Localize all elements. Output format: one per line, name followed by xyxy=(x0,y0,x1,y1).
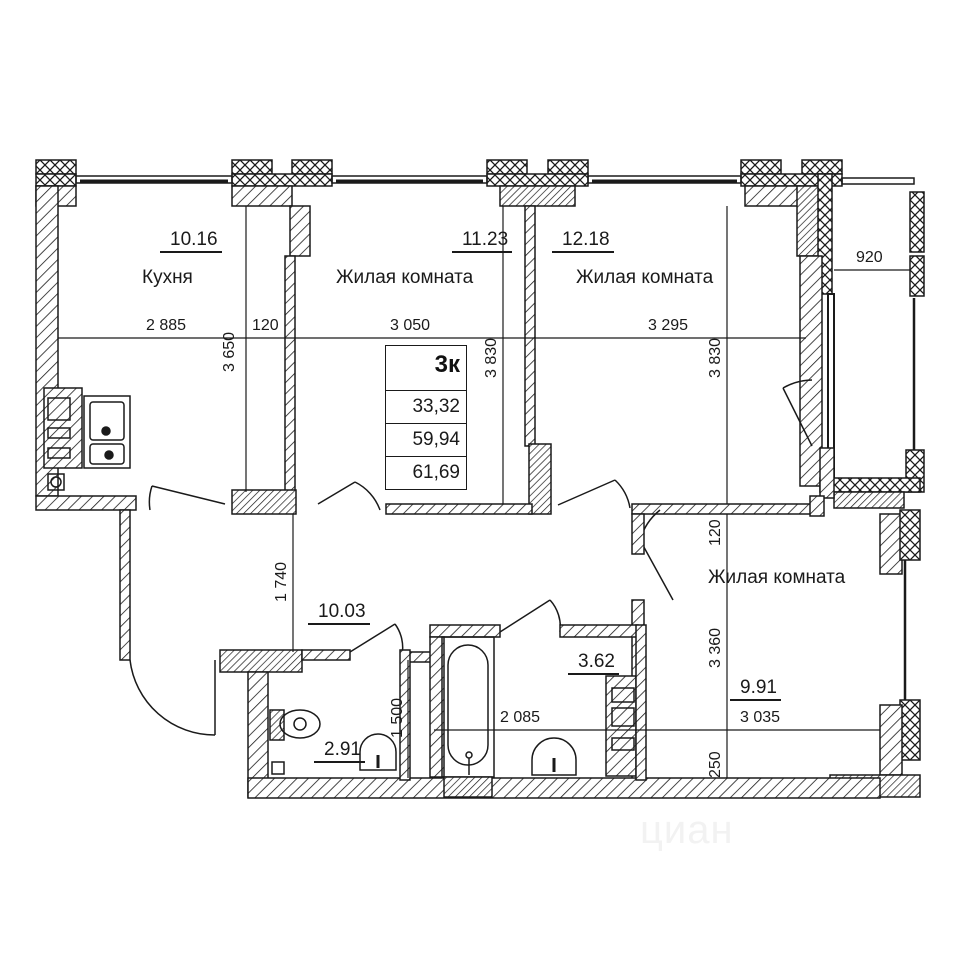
area-living-3: 9.91 xyxy=(730,678,781,701)
dim-kitchen-depth: 3 650 xyxy=(221,331,238,372)
area-living-2: 12.18 xyxy=(552,230,614,253)
area-living-1: 11.23 xyxy=(452,230,513,253)
dim-hall-depth: 1 740 xyxy=(273,561,290,602)
kitchen-equipment xyxy=(43,387,131,491)
room-name-living-3: Жилая комната xyxy=(708,567,846,588)
toilet-fixture xyxy=(269,709,397,775)
dim-living3-depth: 3 360 xyxy=(707,627,724,668)
dimension-lines xyxy=(58,206,910,778)
dim-living3-width: 3 035 xyxy=(740,709,781,726)
area-bathroom: 3.62 xyxy=(568,652,619,675)
apartment-type: 3к xyxy=(434,351,460,378)
area-toilet: 2.91 xyxy=(314,740,365,763)
total-area: 59,94 xyxy=(386,423,466,456)
room-name-living-2: Жилая комната xyxy=(576,267,714,288)
dim-toilet-depth: 1 500 xyxy=(389,697,406,738)
dim-living3-bottom: 250 xyxy=(707,751,724,778)
living-area: 33,32 xyxy=(386,390,466,423)
dim-living1-depth: 3 830 xyxy=(483,337,500,378)
room-name-living-1: Жилая комната xyxy=(336,267,474,288)
dim-living2-depth: 3 830 xyxy=(707,337,724,378)
area-kitchen: 10.16 xyxy=(160,230,222,253)
bathroom-fixtures xyxy=(429,599,647,798)
room-name-kitchen: Кухня xyxy=(142,267,193,288)
dim-bath-width: 2 085 xyxy=(500,709,541,726)
dim-living1-width: 3 050 xyxy=(390,317,431,334)
dim-balcony-width: 920 xyxy=(856,249,883,266)
area-hallway: 10.03 xyxy=(308,602,370,625)
dim-wall-120: 120 xyxy=(252,317,279,334)
watermark: циан xyxy=(640,808,734,852)
top-windows xyxy=(75,175,915,185)
dim-kitchen-width: 2 885 xyxy=(146,317,187,334)
dim-living3-wall: 120 xyxy=(707,519,724,546)
total-area-with-balcony: 61,69 xyxy=(386,456,466,489)
top-facade xyxy=(35,159,843,187)
apartment-summary-box: 3к 33,32 59,94 61,69 xyxy=(385,345,467,490)
dim-living2-width: 3 295 xyxy=(648,317,689,334)
balcony xyxy=(819,191,925,509)
